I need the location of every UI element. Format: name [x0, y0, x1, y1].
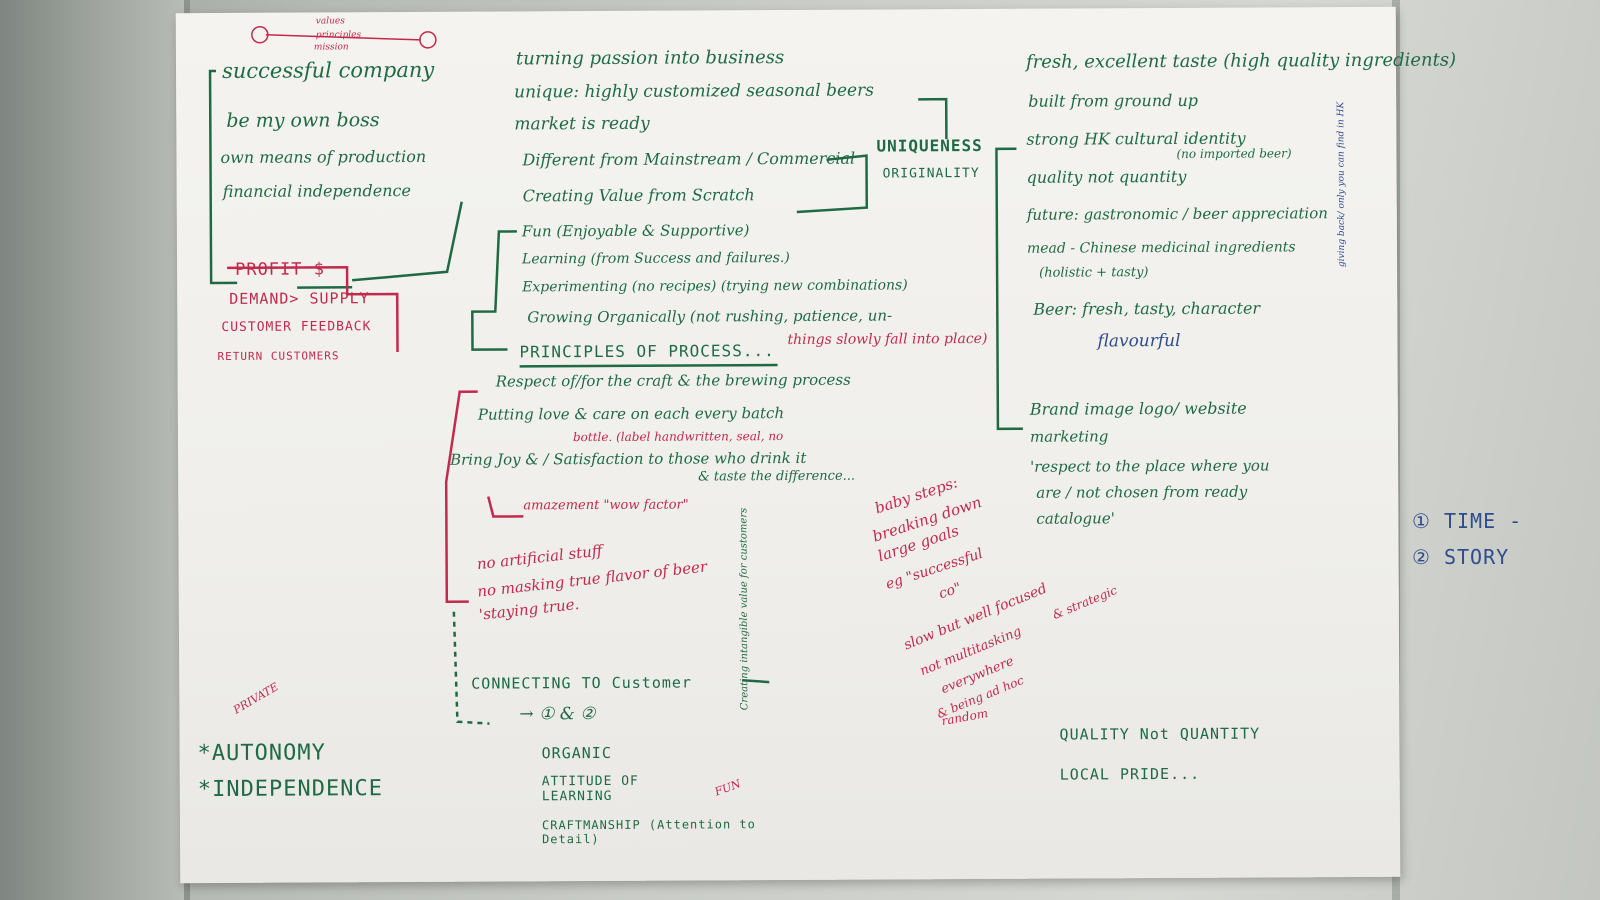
local-pride: LOCAL PRIDE... [1059, 764, 1201, 784]
attitude-item: ATTITUDE OF LEARNING [541, 773, 639, 805]
own-means-of-production: own means of production [220, 146, 427, 167]
uniqueness-label: UNIQUENESS [876, 135, 983, 156]
wall-frame [0, 0, 190, 900]
taste-difference-line: & taste the difference... [698, 468, 856, 485]
connecting-sub: → ① & ② [519, 704, 596, 725]
demand-supply-label: DEMAND> SUPPLY [229, 289, 370, 308]
financial-independence: financial independence [222, 180, 411, 201]
originality-label: ORIGINALITY [882, 165, 980, 182]
customer-feedback-label: CUSTOMER FEEDBACK [221, 319, 372, 335]
story-note: ② STORY [1412, 545, 1510, 569]
principles-title: PRINCIPLES OF PROCESS... [519, 341, 775, 362]
header-principles: principles [315, 30, 362, 41]
connector-lines [208, 26, 1023, 725]
quality-not-quantity-bottom: QUALITY Not QUANTITY [1059, 724, 1261, 744]
be-my-own-boss: be my own boss [226, 109, 380, 132]
market-ready: market is ready [514, 113, 650, 135]
respect-line: Respect of/for the craft & the brewing p… [495, 370, 851, 391]
poster-paper: values principles mission successful com… [175, 6, 1456, 884]
growing-line-cont: things slowly fall into place) [787, 330, 988, 349]
fresh-taste: fresh, excellent taste (high quality ing… [1025, 49, 1457, 73]
creating-intangible-value: Creating intangible value for customers [738, 507, 751, 711]
vertical-note: giving back/ only you can find in HK [1336, 101, 1348, 268]
fun-line: Fun (Enjoyable & Supportive) [521, 221, 750, 241]
built-from-ground: built from ground up [1028, 90, 1199, 111]
creating-value: Creating Value from Scratch [522, 185, 755, 206]
bottle-line: bottle. (label handwritten, seal, no [572, 429, 784, 445]
flavourful-line: flavourful [1097, 330, 1181, 352]
header-values: values [315, 16, 345, 27]
marketing: marketing [1029, 427, 1109, 446]
no-imported-beer: (no imported beer) [1176, 146, 1292, 161]
craftmanship-item: CRAFTMANSHIP (Attention to Detail) [541, 817, 756, 847]
amazement-line: amazement "wow factor" [523, 497, 689, 514]
respect-place-3: catalogue' [1036, 509, 1115, 528]
different-mainstream: Different from Mainstream / Commercial [522, 148, 856, 170]
brand-image: Brand image logo/ website [1029, 398, 1247, 419]
quality-not-quantity-top: quality not quantity [1026, 166, 1187, 187]
successful-company: successful company [221, 57, 435, 83]
beer-fresh-line: Beer: fresh, tasty, character [1033, 298, 1261, 319]
turning-passion: turning passion into business [515, 47, 785, 70]
independence: *INDEPENDENCE [197, 776, 384, 803]
growing-line: Growing Organically (not rushing, patien… [527, 306, 893, 327]
bring-joy-line: Bring Joy & / Satisfaction to those who … [450, 448, 807, 469]
autonomy: *AUTONOMY [197, 740, 326, 767]
holistic-line: (holistic + tasty) [1039, 265, 1149, 281]
profit-label: PROFIT $ [235, 259, 326, 280]
mead-line: mead - Chinese medicinal ingredients [1026, 239, 1296, 257]
putting-love-line: Putting love & care on each every batch [477, 404, 785, 424]
respect-place-1: 'respect to the place where you [1030, 456, 1270, 476]
learning-line: Learning (from Success and failures.) [521, 249, 790, 268]
organic-item: ORGANIC [541, 743, 612, 763]
future-line: future: gastronomic / beer appreciation [1026, 204, 1328, 224]
unique-beers: unique: highly customized seasonal beers [514, 80, 875, 103]
header-mission: mission [313, 42, 349, 53]
return-customers-label: RETURN CUSTOMERS [217, 349, 340, 363]
connecting-to-customer: CONNECTING TO Customer [471, 673, 692, 693]
respect-place-2: are / not chosen from ready [1036, 482, 1248, 502]
time-note: ① TIME - [1412, 509, 1523, 533]
experimenting-line: Experimenting (no recipes) (trying new c… [522, 277, 908, 296]
